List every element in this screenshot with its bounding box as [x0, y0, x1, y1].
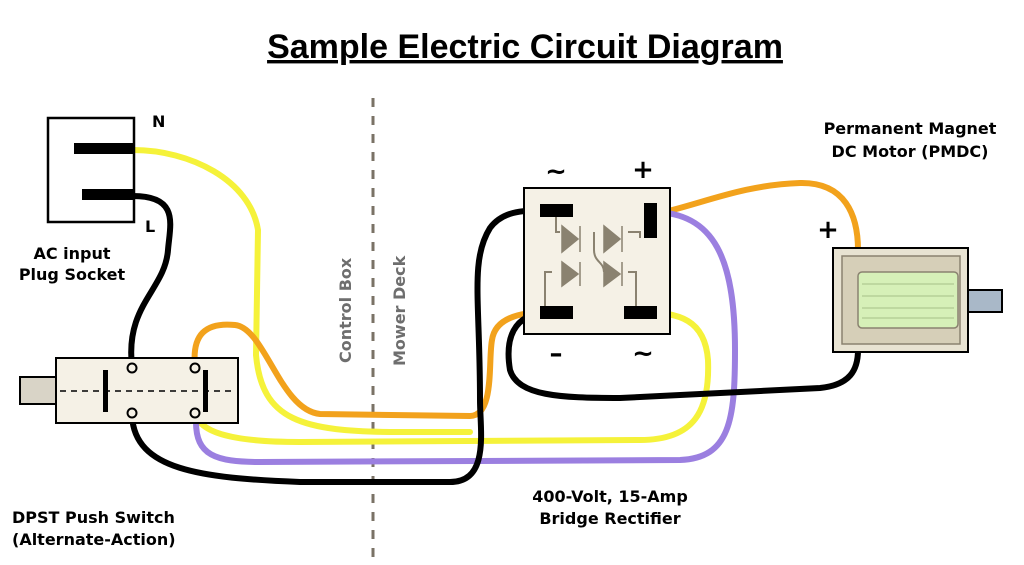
black-wire-socket-live	[128, 193, 174, 369]
rectifier-minus-terminal	[540, 306, 573, 319]
neutral-label: N	[152, 112, 165, 131]
black-wire-motor-return	[505, 309, 861, 401]
motor-label-line1: Permanent Magnet	[824, 119, 997, 138]
mower-deck-label: Mower Deck	[390, 255, 409, 366]
black-wire-switch-rectifier	[129, 207, 551, 485]
orange-wire-positive	[649, 179, 861, 253]
rectifier-label-line1: 400-Volt, 15-Amp	[532, 487, 688, 506]
minus-symbol: –	[550, 339, 563, 369]
rectifier-ac-bottom-terminal	[624, 306, 657, 319]
bridge-rectifier	[523, 187, 671, 335]
pmdc-motor	[832, 247, 1003, 353]
purple-wire	[193, 209, 738, 465]
ac-symbol-bottom: ~	[632, 339, 654, 369]
rectifier-ac-top-terminal	[540, 204, 573, 217]
motor-plus-symbol: +	[817, 215, 839, 245]
ac-symbol-top: ~	[545, 157, 567, 187]
ac-plug-socket	[46, 116, 136, 224]
rectifier-plus-terminal	[644, 203, 657, 238]
rectifier-label-line2: Bridge Rectifier	[539, 509, 680, 528]
switch-label-line1: DPST Push Switch	[12, 508, 175, 527]
live-label: L	[145, 217, 155, 236]
control-box-label: Control Box	[336, 257, 355, 363]
plus-symbol-top: +	[632, 155, 654, 185]
yellow-wire-socket	[130, 147, 473, 435]
diagram-title: Sample Electric Circuit Diagram	[267, 28, 783, 66]
orange-wire-negative	[191, 309, 551, 419]
motor-label-line2: DC Motor (PMDC)	[832, 142, 989, 161]
switch-label-line2: (Alternate-Action)	[12, 530, 176, 549]
socket-label-line1: AC input	[33, 244, 110, 263]
yellow-wire-rectifier	[192, 309, 712, 445]
dpst-push-switch	[19, 357, 239, 424]
socket-label-line2: Plug Socket	[19, 265, 126, 284]
